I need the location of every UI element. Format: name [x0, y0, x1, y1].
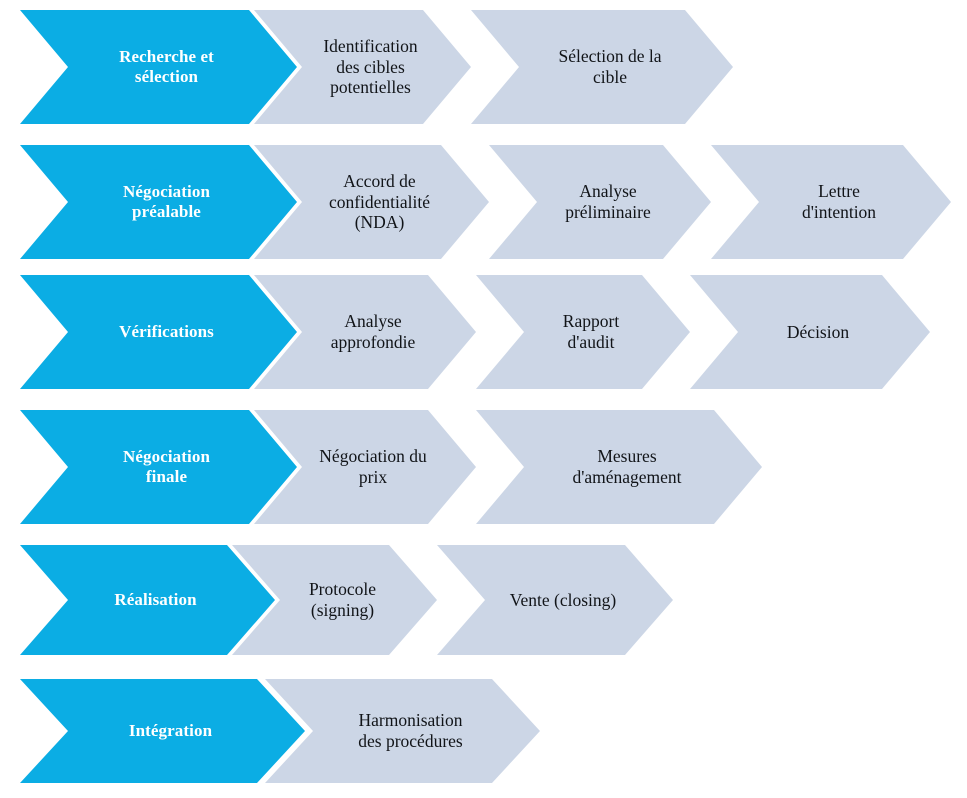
step-chevron-decision[interactable]: Décision [690, 275, 930, 389]
phase-label: Vérifications [119, 321, 214, 341]
phase-label: Réalisation [114, 589, 197, 609]
step-label: Décision [786, 321, 850, 342]
step-label: Protocole(signing) [308, 579, 377, 620]
process-row-5: Réalisation Protocole(signing) Vente (cl… [0, 545, 967, 655]
phase-chevron-integration[interactable]: Intégration [20, 679, 305, 783]
step-chevron-vente-closing[interactable]: Vente (closing) [437, 545, 673, 655]
phase-chevron-realisation[interactable]: Réalisation [20, 545, 275, 655]
step-label: Vente (closing) [509, 589, 617, 610]
phase-chevron-verifications[interactable]: Vérifications [20, 275, 297, 389]
phase-label: Intégration [128, 720, 213, 740]
